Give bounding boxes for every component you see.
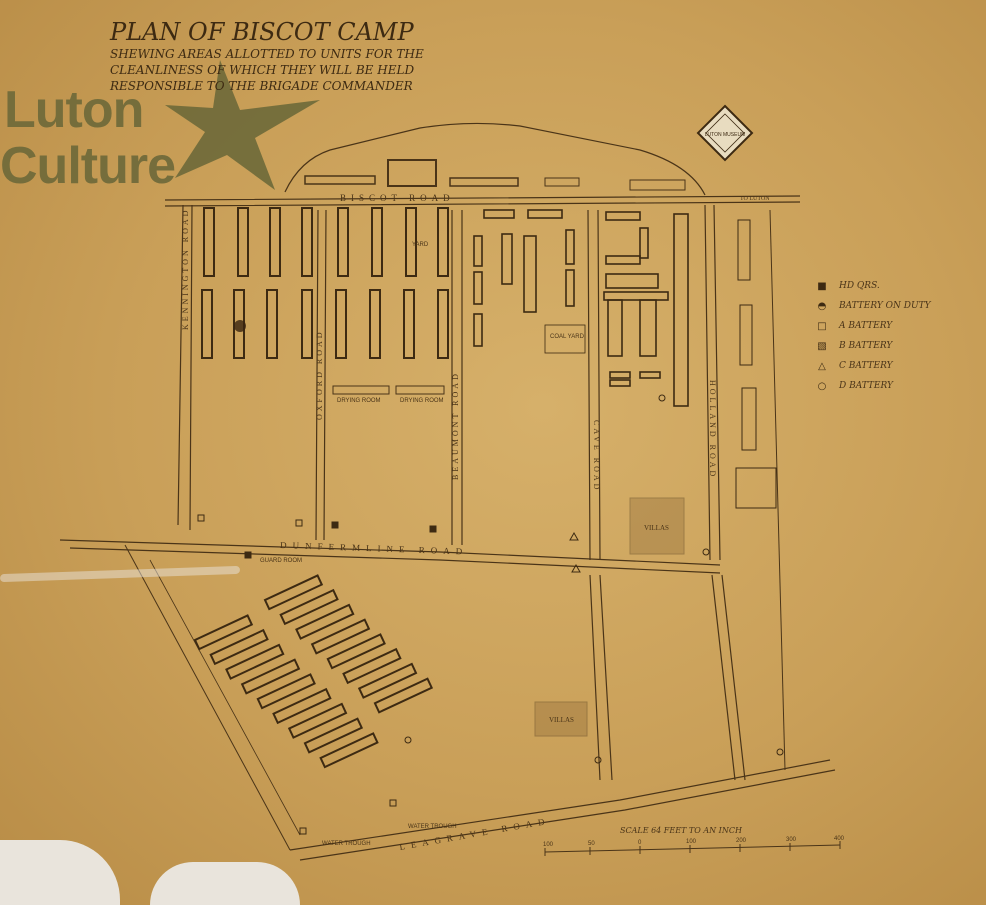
top-building-1 [304, 175, 376, 185]
to-luton-label: TO LUTON [740, 196, 770, 202]
svg-text:100: 100 [543, 842, 554, 848]
triangle-icon: △ [818, 360, 826, 372]
holland-road [704, 204, 746, 781]
kennington-road [177, 204, 193, 531]
stamp-diamond-icon: LUTON MUSEUM [696, 104, 754, 162]
top-building-5 [629, 179, 686, 191]
holland-road-label: HOLLAND ROAD [708, 380, 717, 479]
drying-room-1-box [332, 385, 390, 395]
dunfermline-road-label: DUNFERMLINE ROAD [280, 540, 468, 557]
square-dark-icon: ■ [817, 280, 827, 292]
legend-row-d-battery: ○ D BATTERY [815, 376, 975, 396]
legend-row-b-battery: ▧ B BATTERY [815, 336, 975, 356]
title-subtitle: SHEWING AREAS ALLOTTED TO UNITS FOR THE … [110, 47, 424, 93]
biscot-road-label: BISCOT ROAD [340, 193, 455, 203]
top-building-2 [387, 159, 437, 187]
beaumont-road-label: BEAUMONT ROAD [451, 371, 460, 480]
area-markers [197, 394, 784, 835]
ink-stain [234, 320, 246, 332]
villas-1-label: VILLAS [644, 524, 669, 532]
svg-text:400: 400 [834, 836, 845, 842]
svg-text:300: 300 [786, 837, 797, 843]
biscot-road [164, 195, 801, 207]
biscot-road-arch [284, 122, 706, 196]
lower-area-inner [149, 559, 301, 836]
villas-1: VILLAS [629, 497, 685, 555]
cave-road-label: CAVE ROAD [592, 420, 601, 492]
top-building-3 [449, 177, 519, 187]
top-building-4 [544, 177, 580, 187]
svg-text:50: 50 [588, 841, 595, 847]
title-main: PLAN OF BISCOT CAMP [110, 18, 414, 46]
coal-yard-label: COAL YARD [550, 334, 585, 340]
yard-label: YARD [412, 242, 429, 248]
lower-area-boundary [124, 544, 291, 851]
svg-text:200: 200 [736, 838, 747, 844]
map-title: PLAN OF BISCOT CAMP SHEWING AREAS ALLOTT… [110, 18, 790, 94]
legend: ■ HD QRS. ◓ BATTERY ON DUTY □ A BATTERY … [815, 276, 975, 396]
half-circle-icon: ◓ [817, 300, 827, 312]
guard-room-label: GUARD ROOM [260, 558, 302, 564]
svg-text:100: 100 [686, 839, 697, 845]
legend-row-a-battery: □ A BATTERY [815, 316, 975, 336]
drying-room-2-box [395, 385, 445, 395]
legend-row-hq: ■ HD QRS. [815, 276, 975, 296]
luton-culture-logo: Luton Culture [0, 60, 330, 200]
villas-2: VILLAS [534, 701, 588, 737]
hut-rows-south [193, 574, 434, 769]
leagrave-road [289, 759, 836, 861]
leagrave-road-label: LEAGRAVE ROAD [399, 816, 552, 852]
water-trough-2-label: WATER TROUGH [408, 824, 457, 830]
far-right-road [769, 209, 786, 771]
legend-row-c-battery: △ C BATTERY [815, 356, 975, 376]
water-trough-1-label: WATER TROUGH [322, 841, 371, 847]
logo-line-2: Culture [0, 137, 176, 195]
scale-label: SCALE 64 FEET TO AN INCH [620, 826, 742, 835]
cave-road [587, 209, 613, 781]
drying-room-2-label: DRYING ROOM [400, 398, 444, 404]
svg-text:0: 0 [638, 840, 642, 846]
oxford-road-label: OXFORD ROAD [315, 329, 324, 420]
torn-edge-bottom [150, 862, 300, 905]
square-icon: □ [817, 320, 827, 332]
scale-bar [544, 841, 841, 856]
drying-room-1-label: DRYING ROOM [337, 398, 381, 404]
kennington-road-label: KENNINGTON ROAD [181, 208, 190, 330]
oxford-road [315, 209, 327, 541]
museum-stamp: LUTON MUSEUM [696, 104, 754, 162]
logo-line-1: Luton [4, 81, 144, 139]
dunfermline-road [59, 539, 721, 574]
star-icon [165, 60, 320, 190]
hut-rows-far-east [735, 219, 777, 509]
hut-rows-east [603, 211, 689, 407]
hut-rows-middle [473, 209, 586, 354]
hatched-square-icon: ▧ [817, 340, 827, 352]
villas-2-label: VILLAS [549, 716, 574, 724]
beaumont-road [451, 210, 463, 545]
stamp-text: LUTON MUSEUM [705, 132, 745, 138]
legend-row-battery-on-duty: ◓ BATTERY ON DUTY [815, 296, 975, 316]
circle-icon: ○ [817, 380, 827, 392]
scale-ticks: 100 50 0 100 200 300 400 [543, 836, 845, 848]
